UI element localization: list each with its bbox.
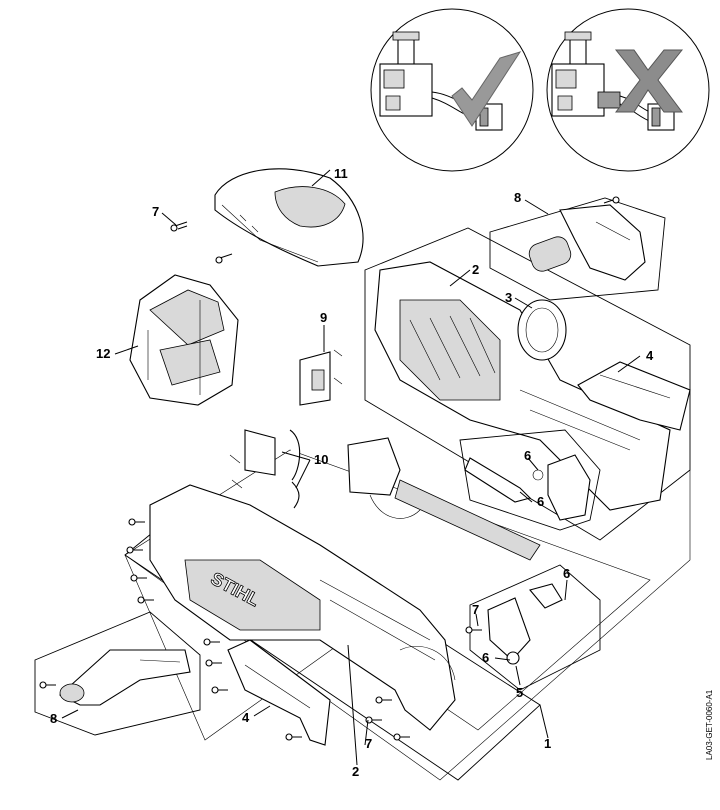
assembly-frame-2-bottom (124, 449, 651, 741)
callout-9: 9 (320, 310, 327, 325)
callout-2-top: 2 (472, 262, 479, 277)
leader-lines (61, 169, 641, 766)
callout-5: 5 (516, 685, 523, 700)
part-2-handle-housing (374, 261, 671, 511)
part-11-top-cover (214, 168, 364, 267)
callout-10: 10 (314, 452, 328, 467)
callout-4-right: 4 (646, 348, 654, 363)
callout-6-a: 6 (524, 448, 531, 463)
part-12-side-cover (129, 274, 239, 406)
cross-mark-icon (614, 49, 684, 113)
part-4-side-grip-bottom (227, 639, 331, 746)
callout-6-d: 6 (482, 650, 489, 665)
callout-7-top: 7 (152, 204, 159, 219)
callout-6-b: 6 (537, 494, 544, 509)
callout-8-top: 8 (514, 190, 521, 205)
trigger-assembly (459, 429, 601, 531)
part-4-side-grip-top (577, 361, 691, 431)
part-8-handle-top (489, 197, 666, 301)
detail-incorrect (546, 8, 710, 172)
electronics-module (347, 437, 541, 561)
callout-labels: 11 7 8 2 3 12 9 4 10 6 6 6 7 6 5 8 4 1 7… (50, 166, 654, 779)
callout-7-bottom: 7 (365, 736, 372, 751)
callout-3: 3 (505, 290, 512, 305)
screws (39, 196, 620, 741)
callout-12: 12 (96, 346, 110, 361)
part-9-switch (299, 349, 343, 406)
document-id: LA03-GET-0060-A1 (705, 689, 714, 760)
callout-8-bottom: 8 (50, 711, 57, 726)
part-3-gasket (517, 299, 567, 361)
callout-11: 11 (334, 166, 348, 181)
callout-1: 1 (544, 736, 551, 751)
part-8-handle-bottom (34, 611, 201, 736)
lower-trigger-group (469, 564, 601, 691)
detail-correct (370, 8, 534, 172)
callout-2-bottom: 2 (352, 764, 359, 779)
switch-assembly-correct (379, 31, 503, 131)
check-mark-icon (451, 51, 522, 127)
callout-7-mid: 7 (472, 602, 479, 617)
callout-6-c: 6 (563, 566, 570, 581)
main-housing: STIHL (149, 484, 456, 731)
callout-4-bottom: 4 (242, 710, 250, 725)
part-10-contacts (229, 429, 301, 509)
